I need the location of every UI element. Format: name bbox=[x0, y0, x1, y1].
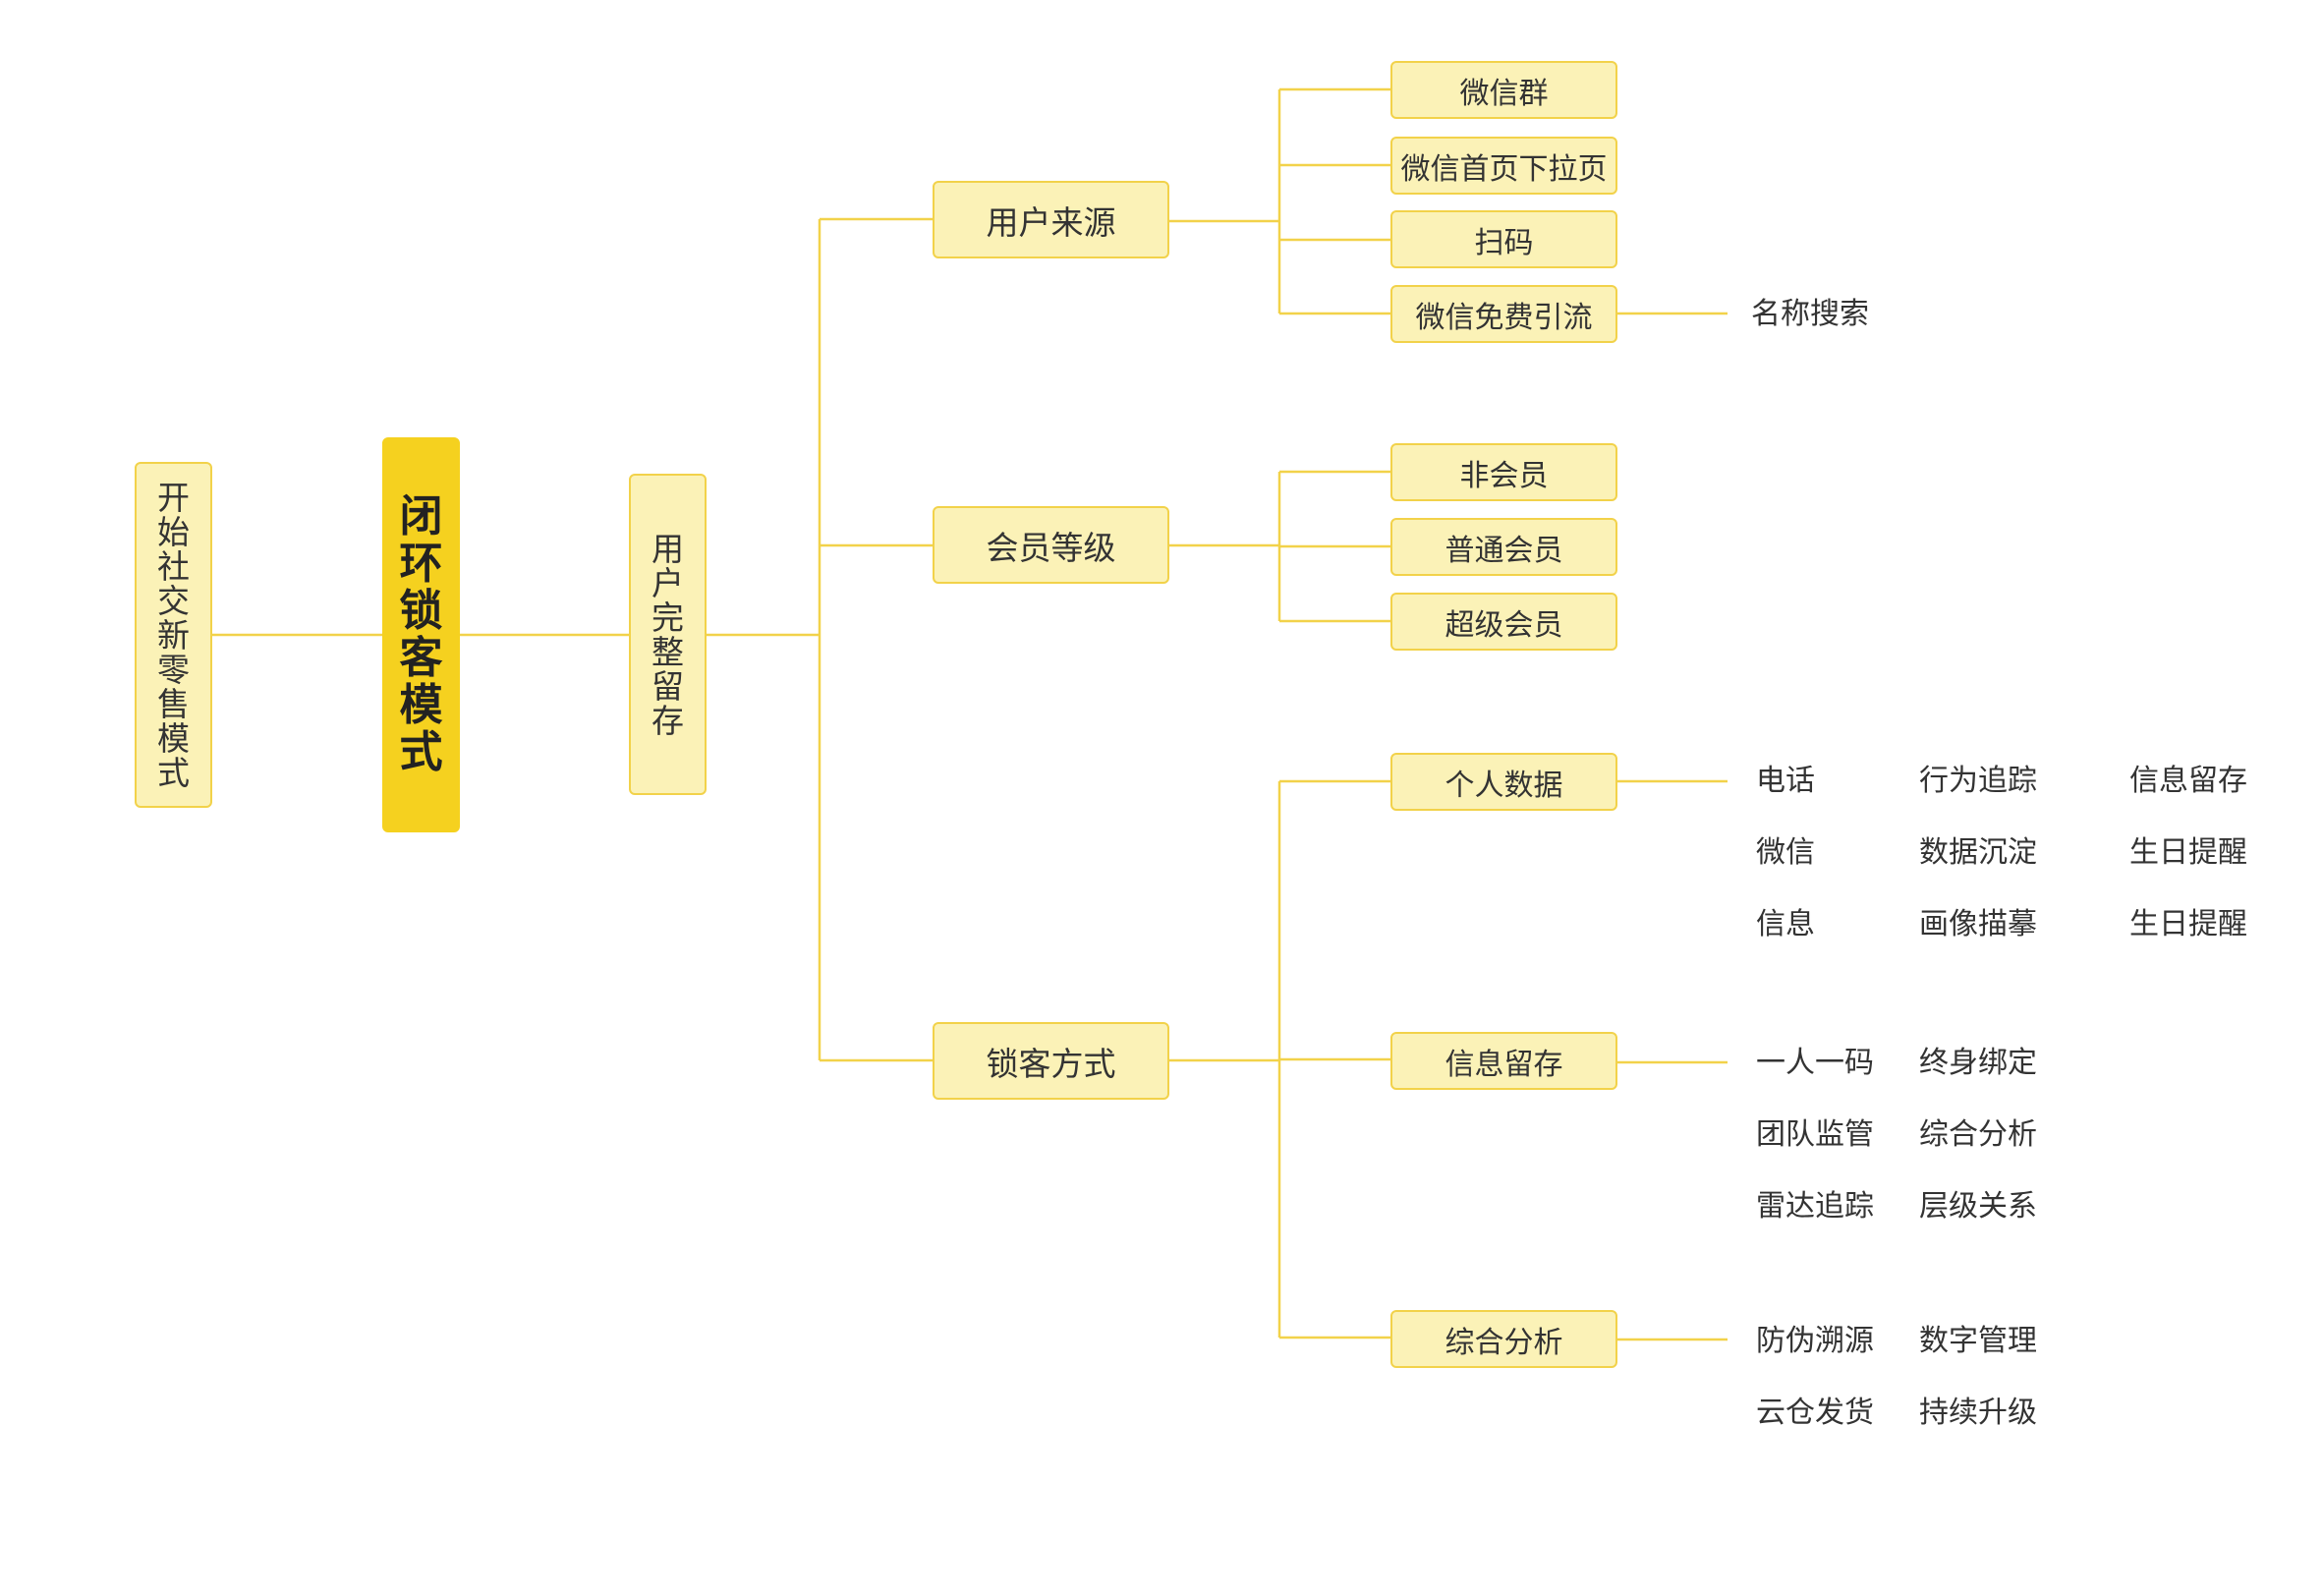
leaf-item: 数据沉淀 bbox=[1919, 835, 2037, 870]
branch-member-level: 会员等级 bbox=[933, 506, 1169, 584]
leaf-item: 综合分析 bbox=[1919, 1117, 2037, 1152]
branch-lock-method: 锁客方式 bbox=[933, 1022, 1169, 1100]
leaf-item: 终身绑定 bbox=[1919, 1046, 2037, 1080]
child-non-member: 非会员 bbox=[1390, 443, 1617, 501]
root-node: 闭环锁客模式 bbox=[382, 437, 460, 832]
leaf-item: 一人一码 bbox=[1756, 1046, 1874, 1080]
child-wechat-pulldown: 微信首页下拉页 bbox=[1390, 137, 1617, 195]
leaf-item: 信息 bbox=[1756, 907, 1815, 941]
child-info-retention: 信息留存 bbox=[1390, 1032, 1617, 1090]
leaf-item: 团队监管 bbox=[1756, 1117, 1874, 1152]
child-personal-data: 个人数据 bbox=[1390, 753, 1617, 811]
leaf-item: 数字管理 bbox=[1919, 1324, 2037, 1358]
leaf-item: 行为追踪 bbox=[1919, 764, 2037, 798]
child-super-member: 超级会员 bbox=[1390, 593, 1617, 651]
leaf-item: 持续升级 bbox=[1919, 1396, 2037, 1430]
child-wechat-group: 微信群 bbox=[1390, 61, 1617, 119]
child-comprehensive-analysis: 综合分析 bbox=[1390, 1310, 1617, 1368]
leaf-item: 微信 bbox=[1756, 835, 1815, 870]
leaf-item: 生日提醒 bbox=[2129, 907, 2247, 941]
leaf-item: 层级关系 bbox=[1919, 1189, 2037, 1224]
stage-node: 用户完整留存 bbox=[629, 474, 707, 795]
leaf-item: 画像描摹 bbox=[1919, 907, 2037, 941]
leaf-item: 雷达追踪 bbox=[1756, 1189, 1874, 1224]
leaf-item: 电话 bbox=[1756, 764, 1815, 798]
leaf-item: 信息留存 bbox=[2129, 764, 2247, 798]
start-node: 开始社交新零售模式 bbox=[135, 462, 212, 808]
leaf-item: 防伪溯源 bbox=[1756, 1324, 1874, 1358]
child-scan-code: 扫码 bbox=[1390, 210, 1617, 268]
child-wechat-free-traffic: 微信免费引流 bbox=[1390, 285, 1617, 343]
branch-user-source: 用户来源 bbox=[933, 181, 1169, 258]
leaf-item: 生日提醒 bbox=[2129, 835, 2247, 870]
leaf-item: 云仓发货 bbox=[1756, 1396, 1874, 1430]
child-regular-member: 普通会员 bbox=[1390, 518, 1617, 576]
note-name-search: 名称搜索 bbox=[1751, 297, 1869, 331]
